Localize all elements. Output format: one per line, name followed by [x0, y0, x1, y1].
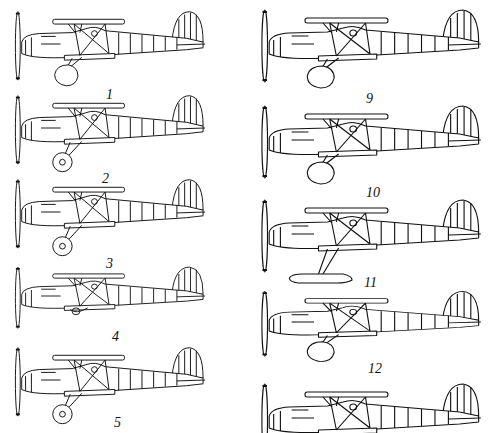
callout-number: 2: [102, 172, 109, 186]
callout-number: 1: [106, 88, 113, 102]
callout-number: 9: [366, 92, 373, 106]
callout-number: 3: [106, 257, 113, 271]
callout-number: 12: [368, 362, 382, 376]
callout-number: 5: [114, 416, 121, 430]
callout-number: 10: [366, 186, 380, 200]
callout-number: 11: [364, 276, 377, 290]
callout-number: 4: [112, 330, 119, 344]
